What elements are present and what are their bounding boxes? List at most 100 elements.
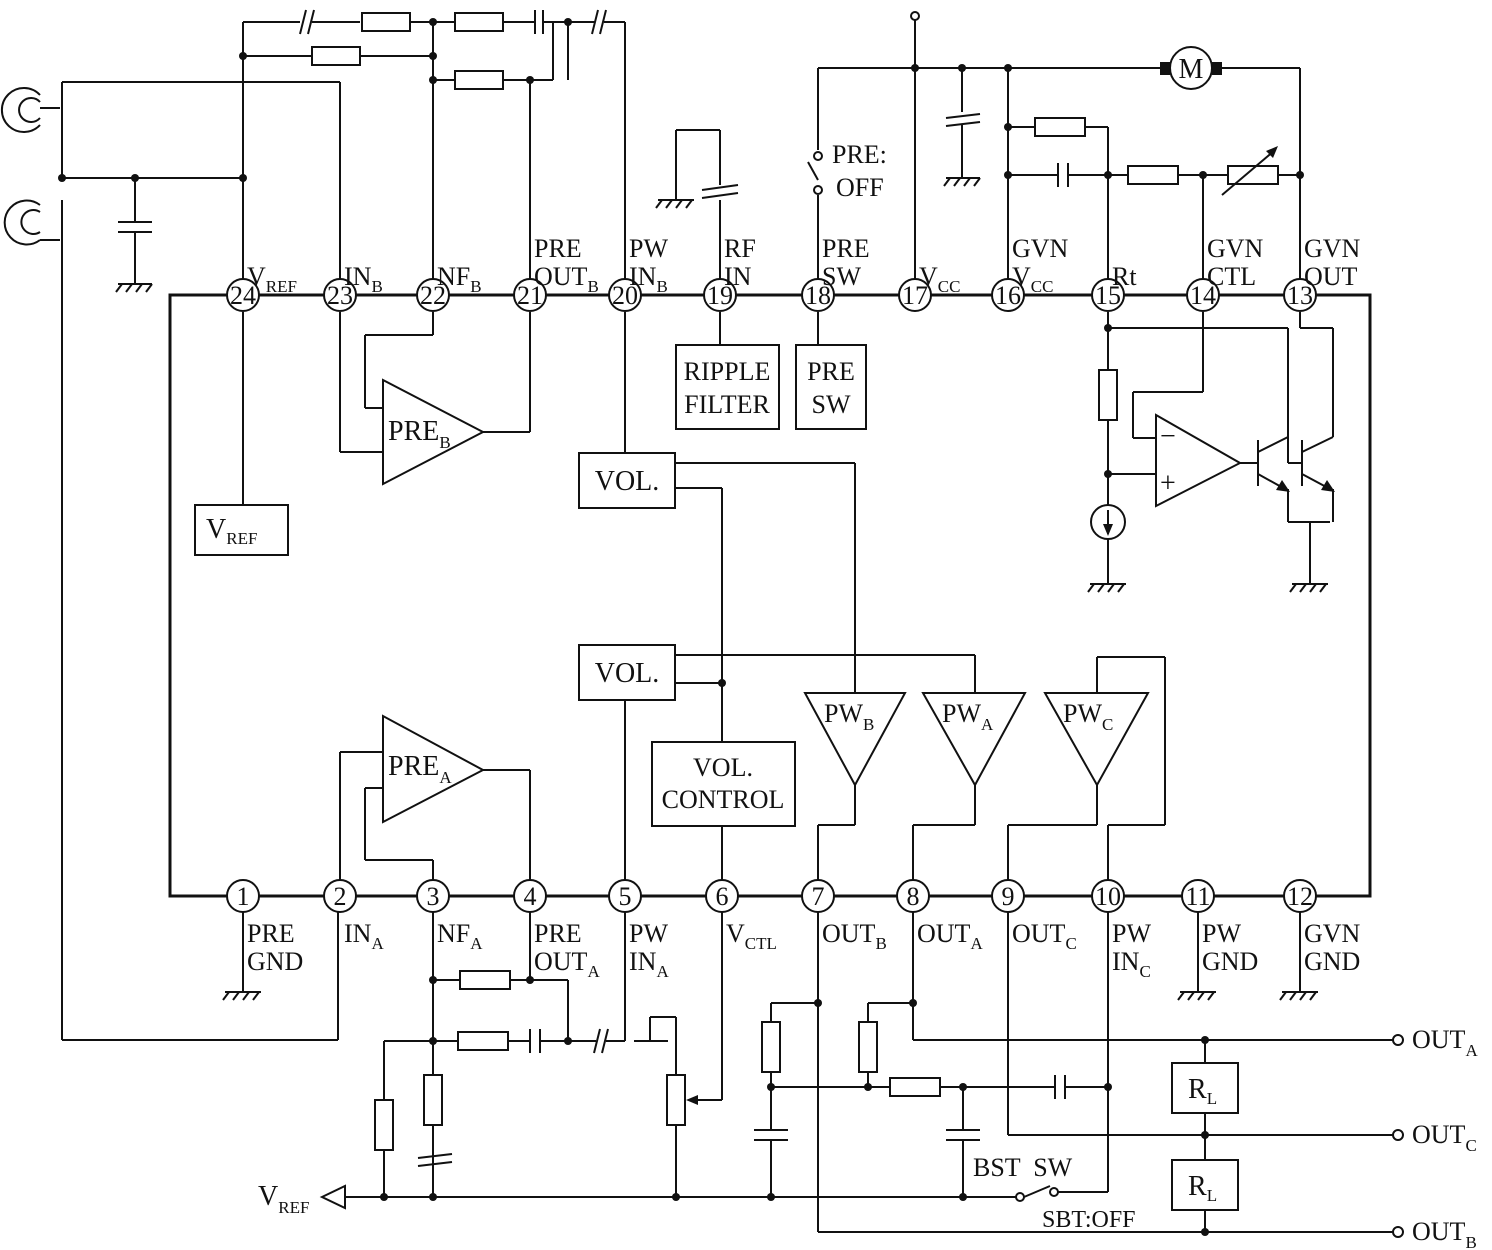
pin-label: IN xyxy=(724,262,752,291)
pin-label: SW xyxy=(822,262,861,291)
pin-number: 4 xyxy=(524,882,537,911)
pin-label: PW xyxy=(1112,919,1151,948)
pin-number: 6 xyxy=(716,882,729,911)
svg-text:FILTER: FILTER xyxy=(684,390,770,419)
pin-number: 11 xyxy=(1185,882,1210,911)
bst-sw-label: BST SW xyxy=(973,1153,1073,1182)
pin-label: INA xyxy=(629,947,669,981)
pin-number: 9 xyxy=(1002,882,1015,911)
pin-number: 7 xyxy=(812,882,825,911)
pin-number: 15 xyxy=(1095,281,1121,310)
pin-number: 12 xyxy=(1287,882,1313,911)
pin-label: OUTA xyxy=(534,947,600,981)
rl-bottom-label: RL xyxy=(1188,1171,1217,1205)
pin-label: Rt xyxy=(1112,262,1137,291)
pin-circle xyxy=(705,879,739,913)
pin-circle xyxy=(991,879,1025,913)
top-external-wiring xyxy=(0,9,1301,1041)
pin-label: OUTA xyxy=(917,919,983,953)
pre-off-label-1: PRE: xyxy=(832,140,887,169)
pin-number: 8 xyxy=(907,882,920,911)
pin-label: INB xyxy=(344,262,383,296)
pin-number: 23 xyxy=(327,281,353,310)
pin-label: OUTC xyxy=(1012,919,1077,953)
pin-circle xyxy=(896,879,930,913)
pin-label: GVN xyxy=(1207,234,1264,263)
svg-text:PWC: PWC xyxy=(1063,699,1113,734)
motor: M xyxy=(1160,46,1222,90)
pin-number: 2 xyxy=(334,882,347,911)
pin-number: 16 xyxy=(995,281,1021,310)
pin-circle xyxy=(608,278,642,312)
pin-number: 20 xyxy=(612,281,638,310)
svg-text:VOL.: VOL. xyxy=(693,753,753,782)
pin-circle xyxy=(801,879,835,913)
svg-text:PRE: PRE xyxy=(807,357,855,386)
pre-off-contact-top xyxy=(813,151,823,161)
pin-label: PRE xyxy=(534,234,582,263)
pin-label: GND xyxy=(1304,947,1360,976)
motor-label: M xyxy=(1179,54,1204,85)
svg-text:PWA: PWA xyxy=(942,699,994,734)
pin-label: NFB xyxy=(437,262,482,296)
pin-label: INB xyxy=(629,262,668,296)
svg-text:PREA: PREA xyxy=(388,751,452,787)
pin-circle xyxy=(323,879,357,913)
vref-terminal-label: VREF xyxy=(258,1181,309,1217)
pin-label: OUTB xyxy=(534,262,599,296)
pin-number: 18 xyxy=(805,281,831,310)
vol-a-block: VOL. xyxy=(578,644,676,701)
pin-label: GVN xyxy=(1012,234,1069,263)
pw-b-amplifier: PWB xyxy=(803,692,907,788)
pin-label: PRE xyxy=(247,919,295,948)
out-b-label: OUTB xyxy=(1412,1217,1477,1250)
pin-label: VCC xyxy=(1012,262,1053,296)
pw-a-amplifier: PWA xyxy=(921,692,1027,788)
out-b-terminal xyxy=(1392,1226,1404,1238)
svg-text:PWB: PWB xyxy=(824,699,874,734)
svg-text:VOL.: VOL. xyxy=(595,658,660,689)
gvn-comparator: − + xyxy=(1155,413,1243,508)
pin-label: GND xyxy=(1202,947,1258,976)
pin-circle xyxy=(608,879,642,913)
pre-off-contact-bottom xyxy=(813,185,823,195)
vcc-terminal xyxy=(910,11,920,21)
out-a-label: OUTA xyxy=(1412,1025,1478,1060)
pin-label: PW xyxy=(629,919,668,948)
pin-circle xyxy=(898,278,932,312)
vol-control-block: VOL. CONTROL xyxy=(651,741,796,827)
pin-circle xyxy=(1186,278,1220,312)
pin-circle xyxy=(1181,879,1215,913)
pin-circle xyxy=(703,278,737,312)
pin-label: RF xyxy=(724,234,756,263)
pin-circle xyxy=(991,278,1025,312)
pin-label: OUT xyxy=(1304,262,1358,291)
pin-circle xyxy=(801,278,835,312)
pre-a-amplifier: PREA xyxy=(382,714,486,824)
svg-text:VOL.: VOL. xyxy=(595,466,660,497)
pin-label: PW xyxy=(629,234,668,263)
pin-circle xyxy=(1283,879,1317,913)
pre-off-label-2: OFF xyxy=(836,173,884,202)
pin-label: GND xyxy=(247,947,303,976)
pin-label: INC xyxy=(1112,947,1151,981)
pin-label: PRE xyxy=(534,919,582,948)
